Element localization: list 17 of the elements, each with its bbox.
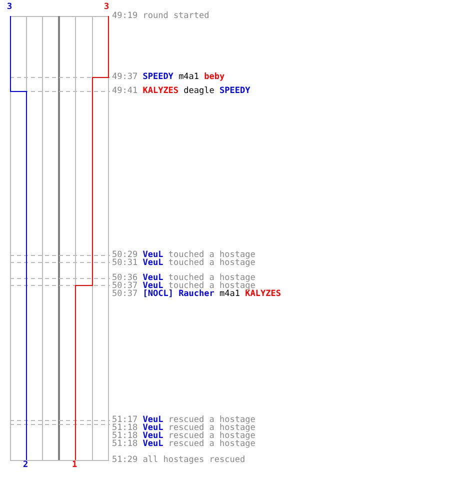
event-line: 50:36 VeuL touched a hostage [112,274,256,283]
team-count: 3 [104,3,110,12]
event-line: 50:31 VeuL touched a hostage [112,259,256,268]
event-line: 50:37 VeuL touched a hostage [112,282,256,291]
event-line: 50:29 VeuL touched a hostage [112,251,256,260]
event-line: 51:29 all hostages rescued [112,456,246,465]
event-line: 51:18 VeuL rescued a hostage [112,440,256,449]
event-line: 51:17 VeuL rescued a hostage [112,416,256,425]
event-line: 49:37 SPEEDY m4a1 beby [112,73,225,82]
event-line: 49:19 round started [112,12,210,21]
team-count: 1 [72,461,78,470]
team-count: 2 [23,461,28,470]
event-line: 50:37 [NOCL] Raucher m4a1 KALYZES [112,290,281,299]
event-line: 51:18 VeuL rescued a hostage [112,424,256,433]
event-line: 51:18 VeuL rescued a hostage [112,432,256,441]
team-count: 3 [7,3,12,12]
event-line: 49:41 KALYZES deagle SPEEDY [112,87,250,96]
